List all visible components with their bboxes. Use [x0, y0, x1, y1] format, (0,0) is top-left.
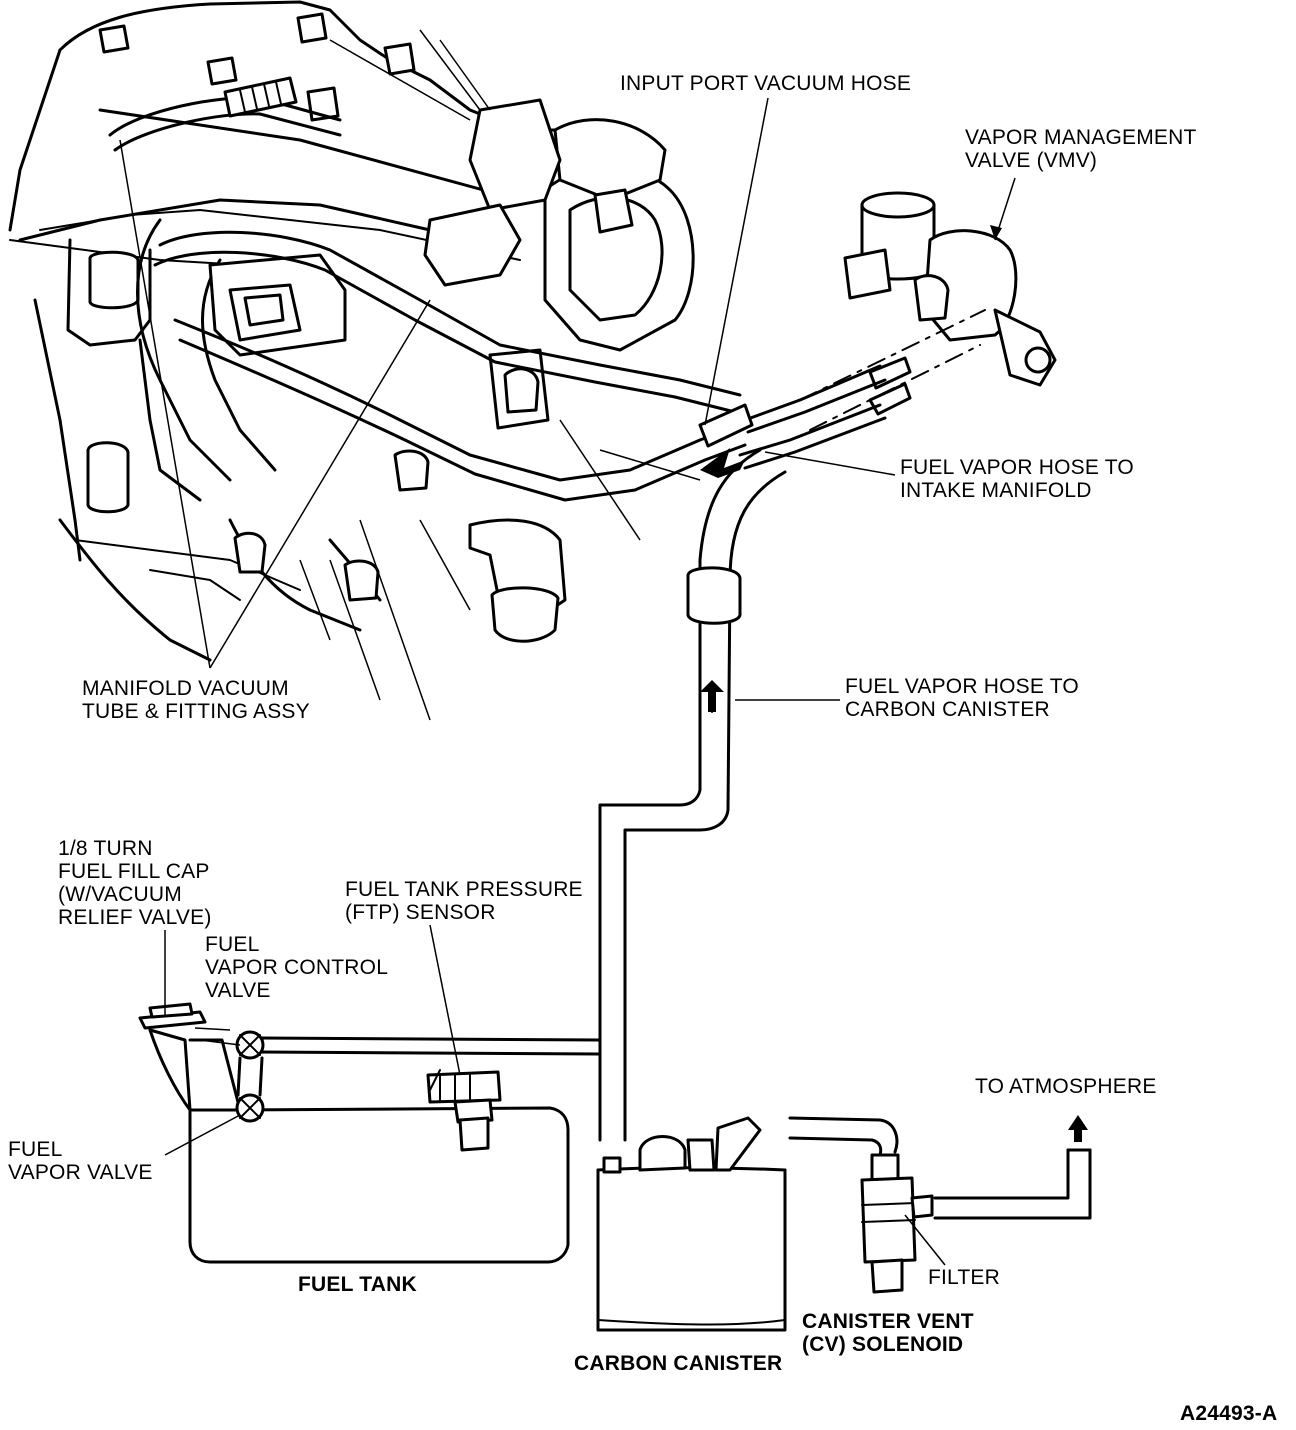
carbon-canister	[596, 1116, 787, 1332]
label-vapor-valve-line1: FUEL	[8, 1138, 63, 1161]
label-hose-canister-line1: FUEL VAPOR HOSE TO	[845, 675, 1079, 698]
hose-to-canister	[598, 448, 787, 1142]
label-fill-cap-line4: RELIEF VALVE)	[58, 906, 212, 929]
label-fuel-tank: FUEL TANK	[298, 1273, 417, 1296]
label-vapor-control-valve-line1: FUEL	[205, 933, 260, 956]
label-vmv-line1: VAPOR MANAGEMENT	[965, 126, 1197, 149]
label-hose-intake-line1: FUEL VAPOR HOSE TO	[900, 456, 1134, 479]
label-cv-solenoid-line2: (CV) SOLENOID	[802, 1333, 964, 1356]
label-fill-cap-line1: 1/8 TURN	[58, 837, 153, 860]
vapor-management-valve	[843, 191, 1057, 416]
engine-assembly	[8, 0, 747, 721]
label-cv-solenoid-line1: CANISTER VENT	[802, 1310, 974, 1333]
leader-lines	[119, 97, 1016, 1266]
fuel-tank	[138, 1002, 602, 1264]
vmv-hoses	[698, 309, 986, 478]
label-vapor-control-valve-line2: VAPOR CONTROL	[205, 956, 389, 979]
label-vapor-valve-line2: VAPOR VALVE	[8, 1161, 153, 1184]
label-vmv-line2: VALVE (VMV)	[965, 149, 1098, 172]
label-to-atmosphere: TO ATMOSPHERE	[975, 1075, 1157, 1098]
label-hose-intake-line2: INTAKE MANIFOLD	[900, 479, 1092, 502]
figure-id: A24493-A	[1180, 1402, 1278, 1425]
label-manifold-tube-line2: TUBE & FITTING ASSY	[82, 700, 310, 723]
label-vapor-control-valve-line3: VALVE	[205, 979, 271, 1002]
label-fill-cap-line3: (W/VACUUM	[58, 883, 182, 906]
label-manifold-tube-line1: MANIFOLD VACUUM	[82, 677, 289, 700]
label-carbon-canister: CARBON CANISTER	[574, 1352, 783, 1375]
label-ftp-sensor-line2: (FTP) SENSOR	[345, 901, 496, 924]
label-hose-canister-line2: CARBON CANISTER	[845, 698, 1050, 721]
label-filter: FILTER	[928, 1266, 1000, 1289]
label-ftp-sensor-line1: FUEL TANK PRESSURE	[345, 878, 583, 901]
cv-solenoid	[788, 1115, 1092, 1294]
label-fill-cap-line2: FUEL FILL CAP	[58, 860, 210, 883]
label-input-port-vacuum-hose: INPUT PORT VACUUM HOSE	[620, 72, 912, 95]
